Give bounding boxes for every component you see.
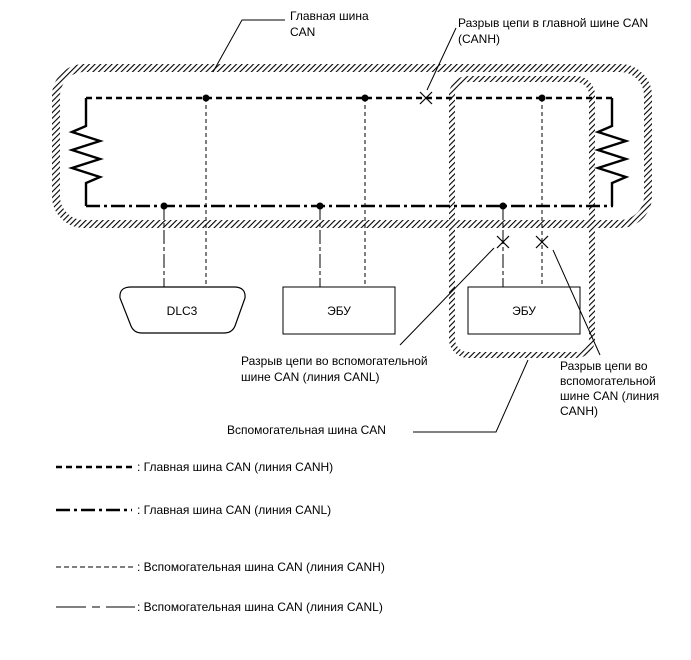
label-sub-bus: Вспомогательная шина CAN <box>227 423 386 437</box>
legend-item-main-canh: : Главная шина CAN (линия CANH) <box>56 460 333 474</box>
main-bus-junctions <box>160 94 546 210</box>
leader-main-break <box>426 27 457 91</box>
sub-bus-outline <box>449 76 595 358</box>
ecu-1-label: ЭБУ <box>327 304 351 318</box>
legend-item-sub-canh: : Вспомогательная шина CAN (линия CANH) <box>56 560 385 574</box>
legend: : Главная шина CAN (линия CANH) : Главна… <box>56 460 385 614</box>
leader-sub-bus <box>413 359 529 433</box>
left-terminator-resistor <box>68 98 104 206</box>
main-bus-outline <box>52 64 652 228</box>
legend-text-sub-canh: : Вспомогательная шина CAN (линия CANH) <box>137 560 385 574</box>
legend-text-sub-canl: : Вспомогательная шина CAN (линия CANL) <box>137 600 383 614</box>
sub-canh-lines <box>205 98 543 287</box>
leader-sub-break-canl <box>399 247 495 346</box>
break-mark-main-canh <box>419 91 433 105</box>
label-main-bus: Главная шина CAN <box>290 9 372 39</box>
ecu-box-2: ЭБУ <box>467 286 581 335</box>
sub-canl-lines <box>163 206 504 287</box>
leader-sub-break-canh <box>552 249 601 356</box>
ecu-box-1: ЭБУ <box>282 286 396 335</box>
ecu-2-label: ЭБУ <box>512 304 536 318</box>
dlc3-connector: DLC3 <box>119 286 246 334</box>
legend-item-sub-canl: : Вспомогательная шина CAN (линия CANL) <box>56 600 383 614</box>
dlc3-label: DLC3 <box>167 304 198 318</box>
leader-lines <box>212 19 601 433</box>
break-mark-sub-canh <box>535 235 549 249</box>
label-sub-break-canl: Разрыв цепи во вспомогательной шине CAN … <box>241 354 431 384</box>
legend-text-main-canh: : Главная шина CAN (линия CANH) <box>137 460 333 474</box>
legend-text-main-canl: : Главная шина CAN (линия CANL) <box>137 503 331 517</box>
label-main-break: Разрыв цепи в главной шине CAN (CANH) <box>458 16 651 46</box>
right-terminator-resistor <box>594 98 630 206</box>
legend-item-main-canl: : Главная шина CAN (линия CANL) <box>56 503 331 517</box>
break-mark-sub-canl <box>496 235 510 249</box>
leader-main-bus <box>212 19 285 73</box>
label-sub-break-canh: Разрыв цепи во вспомогательной шине CAN … <box>560 359 663 418</box>
